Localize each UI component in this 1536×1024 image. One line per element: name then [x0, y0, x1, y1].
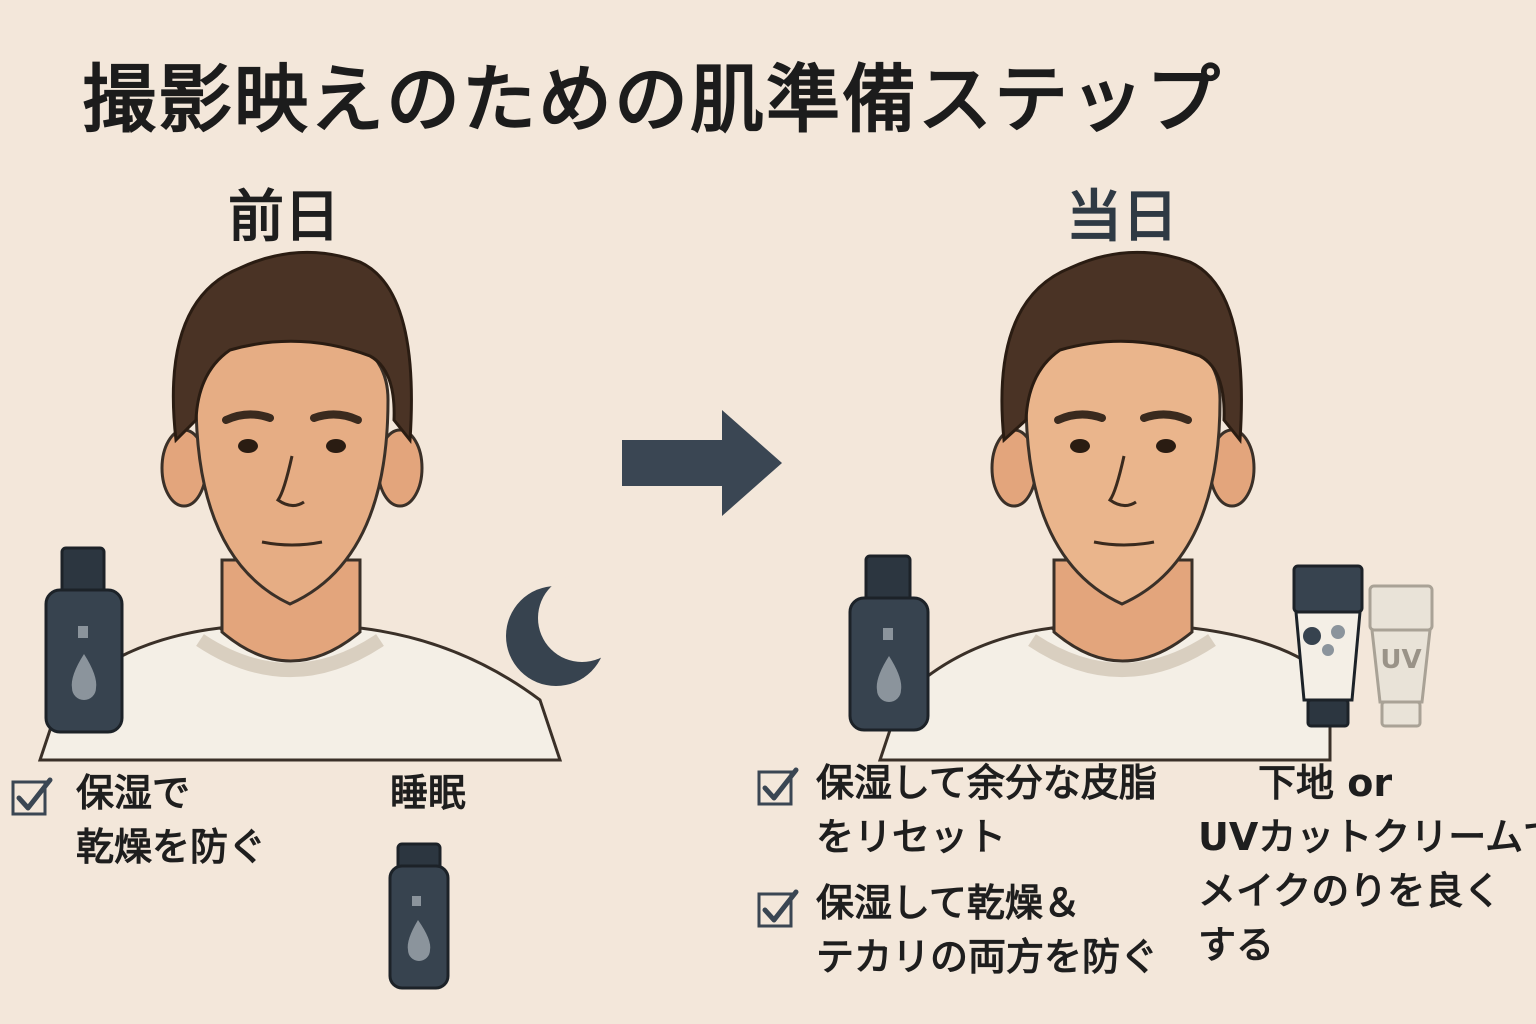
base-cream-tube-icon [1292, 564, 1364, 728]
before-item-moisture: 保湿で 乾燥を防ぐ [76, 766, 266, 874]
uv-tube-label: UV [1380, 645, 1421, 675]
base-cream-line: メイクのりを良く [1198, 869, 1502, 913]
moon-icon [506, 574, 626, 686]
base-cream-line: 下地 or [1258, 761, 1393, 805]
man-day-of-illustration [877, 250, 1332, 762]
day-of-item-reset: 保湿して余分な皮脂 をリセット [816, 756, 1157, 864]
lotion-bottle-before [44, 546, 124, 734]
day-of-item-line: 保湿して余分な皮脂 [816, 761, 1157, 805]
page-title: 撮影映えのための肌準備ステップ [82, 57, 1222, 143]
before-item-line: 乾燥を防ぐ [76, 825, 267, 869]
checkbox-icon [11, 777, 53, 816]
arrow-right-icon [622, 410, 782, 516]
sleep-label: 睡眠 [390, 771, 467, 815]
base-cream-line: UVカットクリームで [1198, 815, 1536, 859]
before-day-label: 前日 [228, 185, 340, 250]
uv-cream-tube-icon: UV [1368, 584, 1434, 728]
base-cream-description: 下地 or UVカットクリームで メイクのりを良く する [1198, 756, 1536, 972]
day-of-label: 当日 [1066, 185, 1178, 250]
checkbox-icon [757, 889, 799, 928]
day-of-item-line: 保湿して乾燥＆ [816, 881, 1081, 925]
day-of-item-protect: 保湿して乾燥＆ テカリの両方を防ぐ [816, 876, 1158, 984]
day-of-item-line: をリセット [816, 815, 1007, 859]
sleep-bottle-icon [388, 842, 450, 990]
before-item-line: 保湿で [76, 771, 191, 815]
day-of-item-line: テカリの両方を防ぐ [816, 935, 1159, 979]
lotion-bottle-day-of [848, 554, 930, 732]
man-before-illustration [37, 250, 563, 762]
base-cream-line: する [1198, 923, 1275, 967]
checkbox-icon [757, 767, 799, 806]
